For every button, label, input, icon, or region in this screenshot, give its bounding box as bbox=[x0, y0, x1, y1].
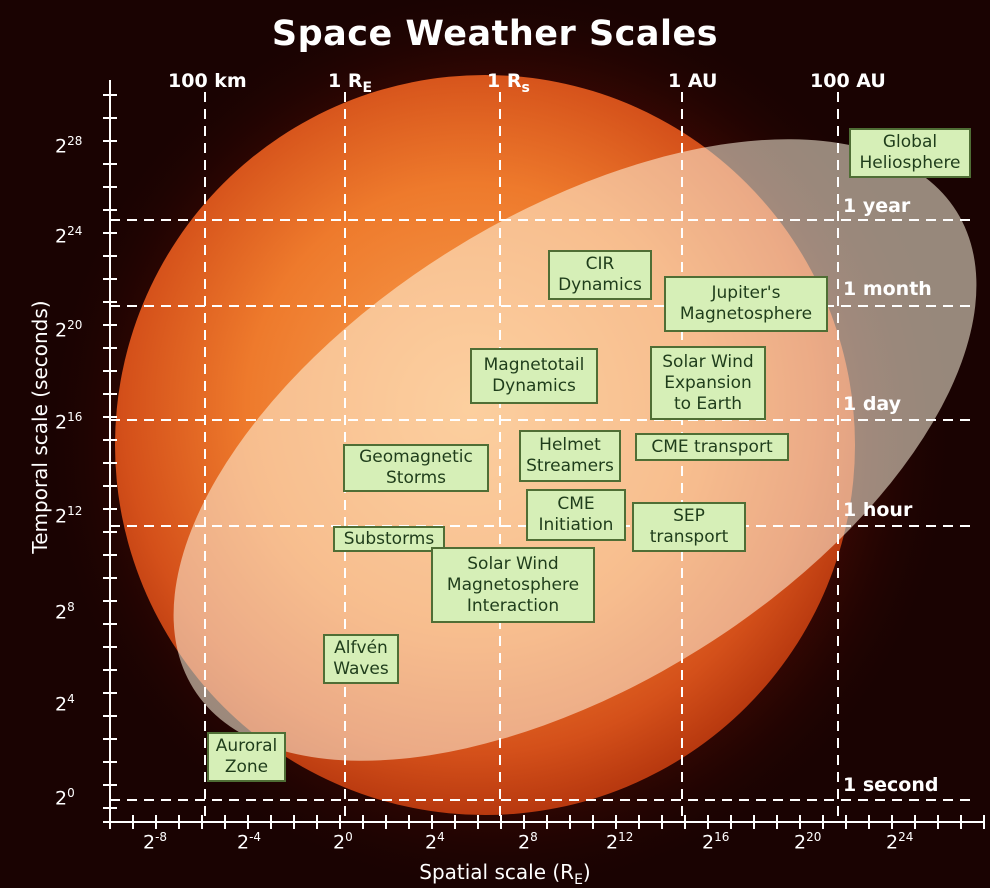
marker-1-second: 1 second bbox=[843, 774, 939, 796]
y-axis-label: Temporal scale (seconds) bbox=[28, 300, 52, 554]
box-sw-magnetosphere-interaction: Solar Wind Magnetosphere Interaction bbox=[431, 547, 595, 623]
box-sep-transport: SEP transport bbox=[632, 502, 746, 552]
marker-1-day: 1 day bbox=[843, 393, 902, 415]
box-solar-wind-expansion: Solar Wind Expansion to Earth bbox=[650, 346, 766, 420]
y-tick-label: 228 bbox=[55, 134, 83, 158]
box-cir-dynamics: CIR Dynamics bbox=[548, 250, 652, 300]
y-tick-label: 20 bbox=[55, 786, 75, 810]
box-alfven-waves: Alfvén Waves bbox=[323, 634, 399, 684]
x-tick-label: 20 bbox=[333, 830, 353, 854]
box-global-heliosphere: Global Heliosphere bbox=[849, 128, 971, 178]
box-cme-transport: CME transport bbox=[635, 433, 789, 461]
marker-100au: 100 AU bbox=[810, 70, 886, 92]
y-tick-label: 220 bbox=[55, 318, 83, 342]
figure-title: Space Weather Scales bbox=[271, 14, 719, 54]
x-tick-label: 212 bbox=[606, 830, 634, 854]
y-tick-label: 212 bbox=[55, 504, 83, 528]
box-jupiters-magnetosphere: Jupiter's Magnetosphere bbox=[664, 276, 828, 332]
marker-1-hour: 1 hour bbox=[843, 499, 913, 521]
x-tick-label: 216 bbox=[702, 830, 730, 854]
box-cme-initiation: CME Initiation bbox=[526, 489, 626, 541]
x-axis-label: Spatial scale (RE) bbox=[419, 860, 591, 888]
marker-1au: 1 AU bbox=[668, 70, 718, 92]
y-tick-label: 24 bbox=[55, 692, 75, 716]
marker-1-month: 1 month bbox=[843, 278, 932, 300]
marker-1-year: 1 year bbox=[843, 195, 911, 217]
x-tick-label: 220 bbox=[794, 830, 822, 854]
y-tick-label: 224 bbox=[55, 224, 83, 248]
box-geomagnetic-storms: Geomagnetic Storms bbox=[343, 444, 489, 492]
x-tick-label: 2-8 bbox=[143, 830, 168, 854]
marker-100km: 100 km bbox=[168, 70, 247, 92]
box-helmet-streamers: Helmet Streamers bbox=[519, 430, 621, 482]
x-tick-label: 224 bbox=[886, 830, 914, 854]
marker-solar-radius: 1 Rs bbox=[487, 70, 530, 96]
y-tick-label: 216 bbox=[55, 410, 83, 434]
x-tick-label: 28 bbox=[518, 830, 538, 854]
x-tick-label: 2-4 bbox=[237, 830, 262, 854]
box-substorms: Substorms bbox=[333, 526, 445, 552]
box-auroral-zone: Auroral Zone bbox=[207, 732, 286, 782]
box-magnetotail-dynamics: Magnetotail Dynamics bbox=[470, 348, 598, 404]
y-tick-label: 28 bbox=[55, 600, 75, 624]
axes bbox=[103, 80, 985, 823]
x-tick-label: 24 bbox=[425, 830, 445, 854]
marker-earth-radius: 1 RE bbox=[328, 70, 373, 96]
